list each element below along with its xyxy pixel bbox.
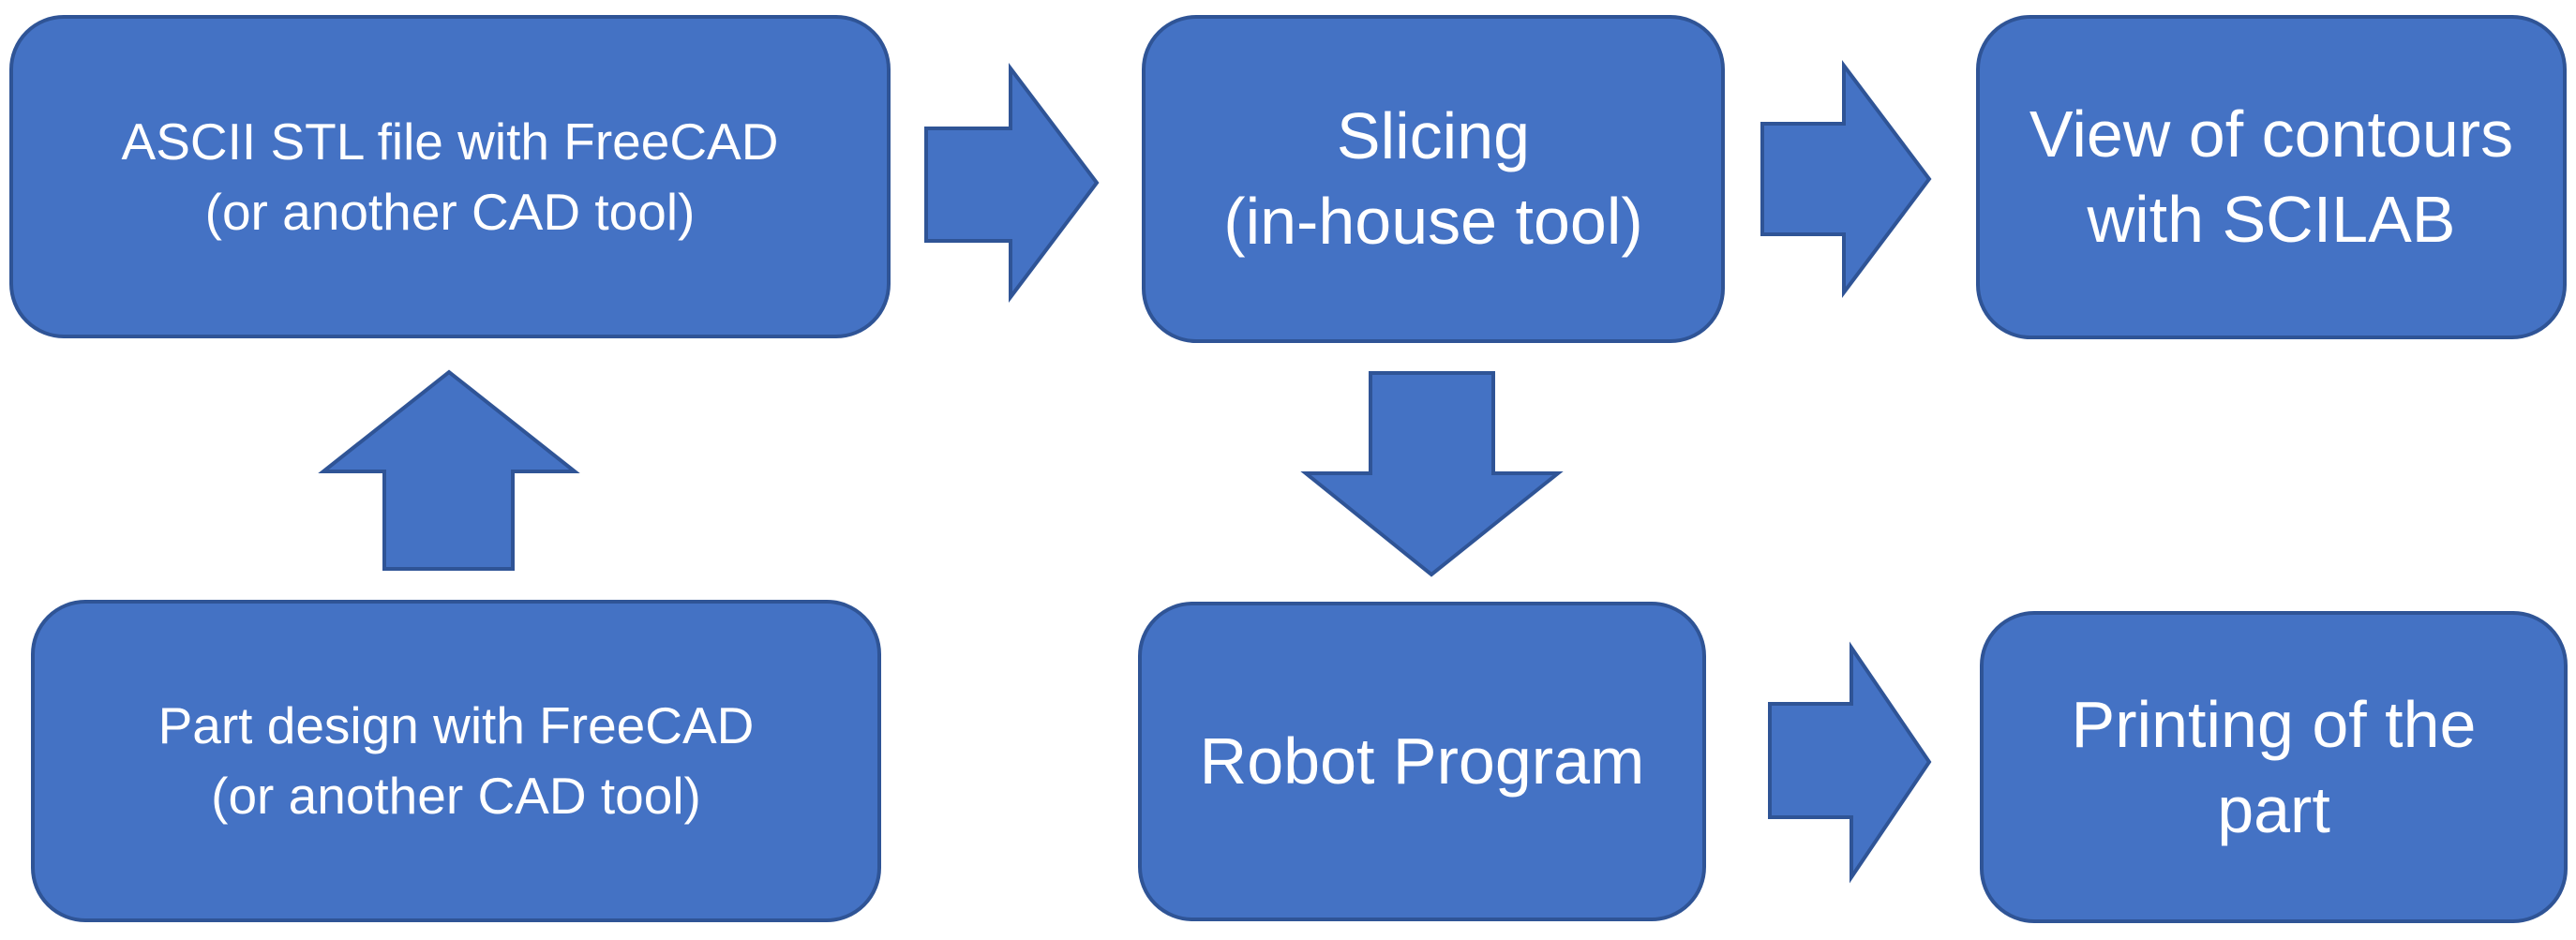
node-label-line: with SCILAB xyxy=(2087,183,2456,256)
right-arrow-ascii-stl-to-slicing xyxy=(924,63,1100,303)
node-label-line: Printing of the xyxy=(2071,687,2477,761)
node-part-design: Part design with FreeCAD (or another CAD… xyxy=(31,600,881,922)
node-label-line: Part design with FreeCAD xyxy=(157,696,755,754)
node-label-line: Slicing xyxy=(1336,99,1531,172)
node-slicing: Slicing (in-house tool) xyxy=(1142,15,1725,343)
node-label-line: View of contours xyxy=(2029,97,2514,171)
node-label-line: ASCII STL file with FreeCAD xyxy=(121,112,779,171)
node-label-line: (or another CAD tool) xyxy=(204,182,696,241)
node-ascii-stl-file: ASCII STL file with FreeCAD (or another … xyxy=(9,15,891,338)
node-view-of-contours: View of contours with SCILAB xyxy=(1976,15,2567,339)
right-arrow-slicing-to-view-contours xyxy=(1760,60,1932,298)
node-label-line: (in-house tool) xyxy=(1223,185,1643,258)
node-label-line: part xyxy=(2217,772,2330,846)
node-label-line: (or another CAD tool) xyxy=(211,767,701,825)
right-arrow-robot-program-to-printing xyxy=(1768,641,1932,884)
node-robot-program: Robot Program xyxy=(1138,602,1706,921)
node-printing-of-part: Printing of the part xyxy=(1980,611,2568,923)
node-label-line: Robot Program xyxy=(1199,724,1645,798)
up-arrow-part-design-to-ascii-stl xyxy=(318,369,580,571)
down-arrow-slicing-to-robot-program xyxy=(1300,371,1564,577)
